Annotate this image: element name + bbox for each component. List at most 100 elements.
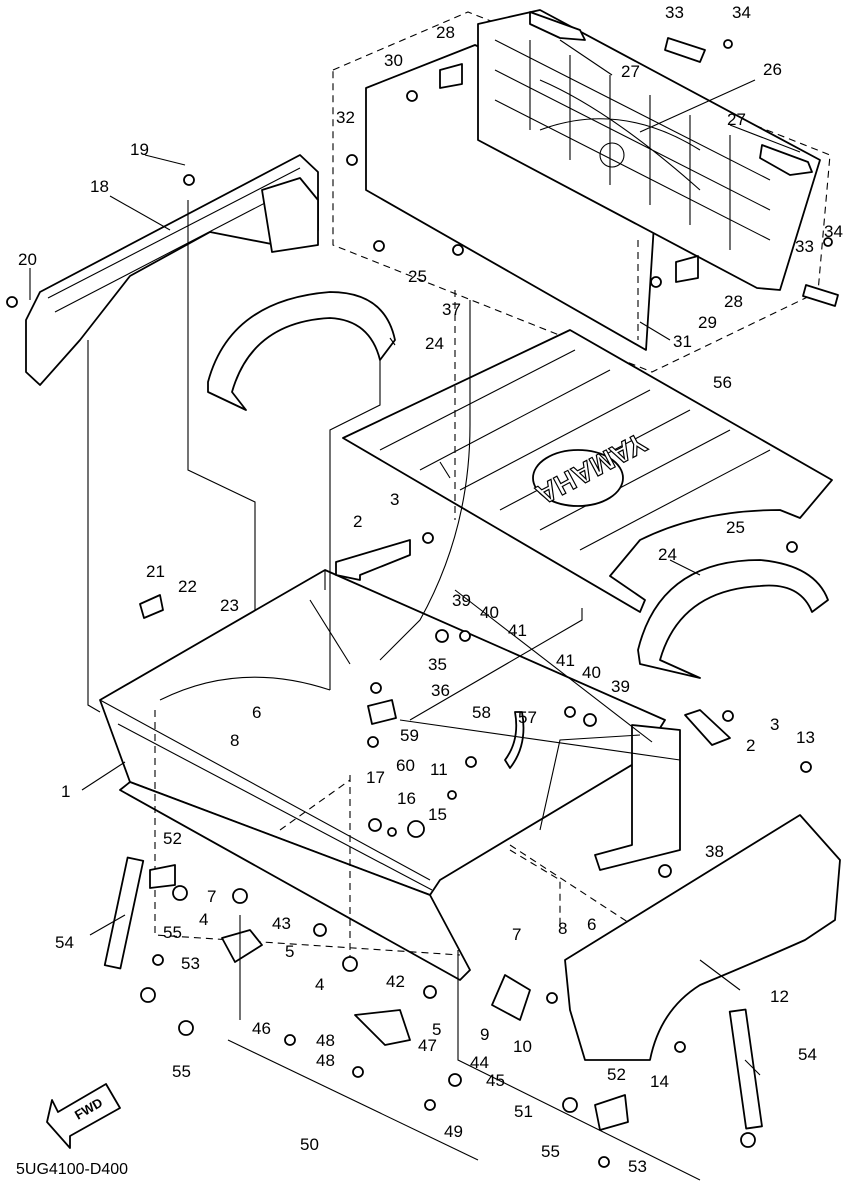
callout-48: 48 (316, 1031, 335, 1050)
cargo-bed-body (99, 569, 666, 896)
cargo-bed-underframe (154, 710, 641, 960)
bumper-4-upper (232, 888, 248, 904)
tailgate-latch-left (529, 11, 586, 41)
nut-45 (448, 1073, 462, 1087)
nut-55-mid (178, 1020, 194, 1036)
callout-39: 39 (452, 591, 471, 610)
callout-32: 32 (336, 108, 355, 127)
callout-51: 51 (514, 1102, 533, 1121)
left-side-panel-edge (47, 167, 301, 313)
callout-27: 27 (727, 110, 746, 129)
callout-50: 50 (300, 1135, 319, 1154)
callout-26: 26 (763, 60, 782, 79)
ring-15 (407, 820, 425, 838)
callout-34: 34 (732, 3, 751, 22)
callout-28: 28 (436, 23, 455, 42)
callout-39: 39 (611, 677, 630, 696)
latch-bracket-21 (139, 594, 164, 619)
callout-28: 28 (724, 292, 743, 311)
callout-24: 24 (425, 334, 444, 353)
callout-55: 55 (541, 1142, 560, 1161)
washer-39-lower (583, 713, 597, 727)
left-side-panel-body (25, 154, 319, 386)
callout-41: 41 (556, 651, 575, 670)
bolt-48-right (352, 1066, 364, 1078)
forward-arrow-icon (46, 1083, 121, 1149)
callout-13: 13 (796, 728, 815, 747)
callout-33: 33 (795, 237, 814, 256)
bolt-13 (800, 761, 812, 773)
bumper-4-lower (342, 956, 358, 972)
washer-39-upper (435, 629, 449, 643)
tailgate-bolt-29 (650, 276, 662, 288)
callout-5: 5 (432, 1020, 441, 1039)
callout-40: 40 (480, 603, 499, 622)
callout-55: 55 (172, 1062, 191, 1081)
bolt-25-left (373, 240, 385, 252)
callout-55: 55 (163, 923, 182, 942)
side-panel-bolt-20 (6, 296, 18, 308)
bolt-48-left (284, 1034, 296, 1046)
callout-45: 45 (486, 1071, 505, 1090)
bolt-37 (452, 244, 464, 256)
callout-31: 31 (673, 332, 692, 351)
callout-56: 56 (713, 373, 732, 392)
callout-54: 54 (798, 1045, 817, 1064)
bumper-5-upper (313, 923, 327, 937)
callout-18: 18 (90, 177, 109, 196)
bracket-43 (221, 929, 263, 963)
callout-58: 58 (472, 703, 491, 722)
callout-25: 25 (726, 518, 745, 537)
callout-3: 3 (770, 715, 779, 734)
tailgate-frame (477, 9, 821, 291)
nut-55-left (172, 885, 188, 901)
cargo-bed (99, 569, 681, 981)
callout-59: 59 (400, 726, 419, 745)
forward-direction-arrow: FWD (46, 1083, 121, 1149)
gas-strut-left (103, 856, 156, 1003)
drawing-code: 5UG4100-D400 (16, 1161, 128, 1178)
callout-15: 15 (428, 805, 447, 824)
callout-46: 46 (252, 1019, 271, 1038)
callout-37: 37 (442, 300, 461, 319)
bolt-53-left (152, 954, 164, 966)
bumper-5-lower (423, 985, 437, 999)
bracket-52-right (594, 1094, 629, 1131)
tailgate-bracket-right (675, 255, 699, 283)
tailgate-bolt-30 (406, 90, 418, 102)
callout-40: 40 (582, 663, 601, 682)
tailgate-bolt-34a (723, 39, 733, 49)
tailgate-frame-ribs (494, 39, 771, 250)
washer-11 (447, 790, 457, 800)
callout-6: 6 (587, 915, 596, 934)
callout-22: 22 (178, 577, 197, 596)
callout-16: 16 (397, 789, 416, 808)
callout-labels: 1 2 2 3 3 4 4 5 5 6 6 7 7 8 8 9 10 11 12… (18, 3, 843, 1176)
callout-52: 52 (163, 829, 182, 848)
left-side-panel-cap (261, 177, 319, 253)
bushing-17 (368, 818, 382, 832)
bolt-25-right (786, 541, 798, 553)
callout-4: 4 (315, 975, 324, 994)
tailgate-bracket-left (439, 63, 463, 89)
callout-53: 53 (181, 954, 200, 973)
callout-49: 49 (444, 1122, 463, 1141)
gas-strut-right-end (740, 1132, 756, 1148)
callout-11: 11 (430, 760, 448, 779)
callout-33: 33 (665, 3, 684, 22)
callout-1: 1 (61, 782, 70, 801)
cargo-bed-rear-post (594, 724, 681, 871)
hook-57 (504, 711, 525, 769)
callout-7: 7 (207, 887, 216, 906)
bolt-60 (367, 736, 379, 748)
bolt-49 (424, 1099, 436, 1111)
callout-44: 44 (470, 1053, 489, 1072)
callout-2: 2 (746, 736, 755, 755)
callout-60: 60 (396, 756, 415, 775)
callout-27: 27 (621, 62, 640, 81)
callout-42: 42 (386, 972, 405, 991)
gas-strut-left-body (103, 856, 145, 970)
bolt-53-right (598, 1156, 610, 1168)
callout-47: 47 (418, 1036, 437, 1055)
callout-43: 43 (272, 914, 291, 933)
